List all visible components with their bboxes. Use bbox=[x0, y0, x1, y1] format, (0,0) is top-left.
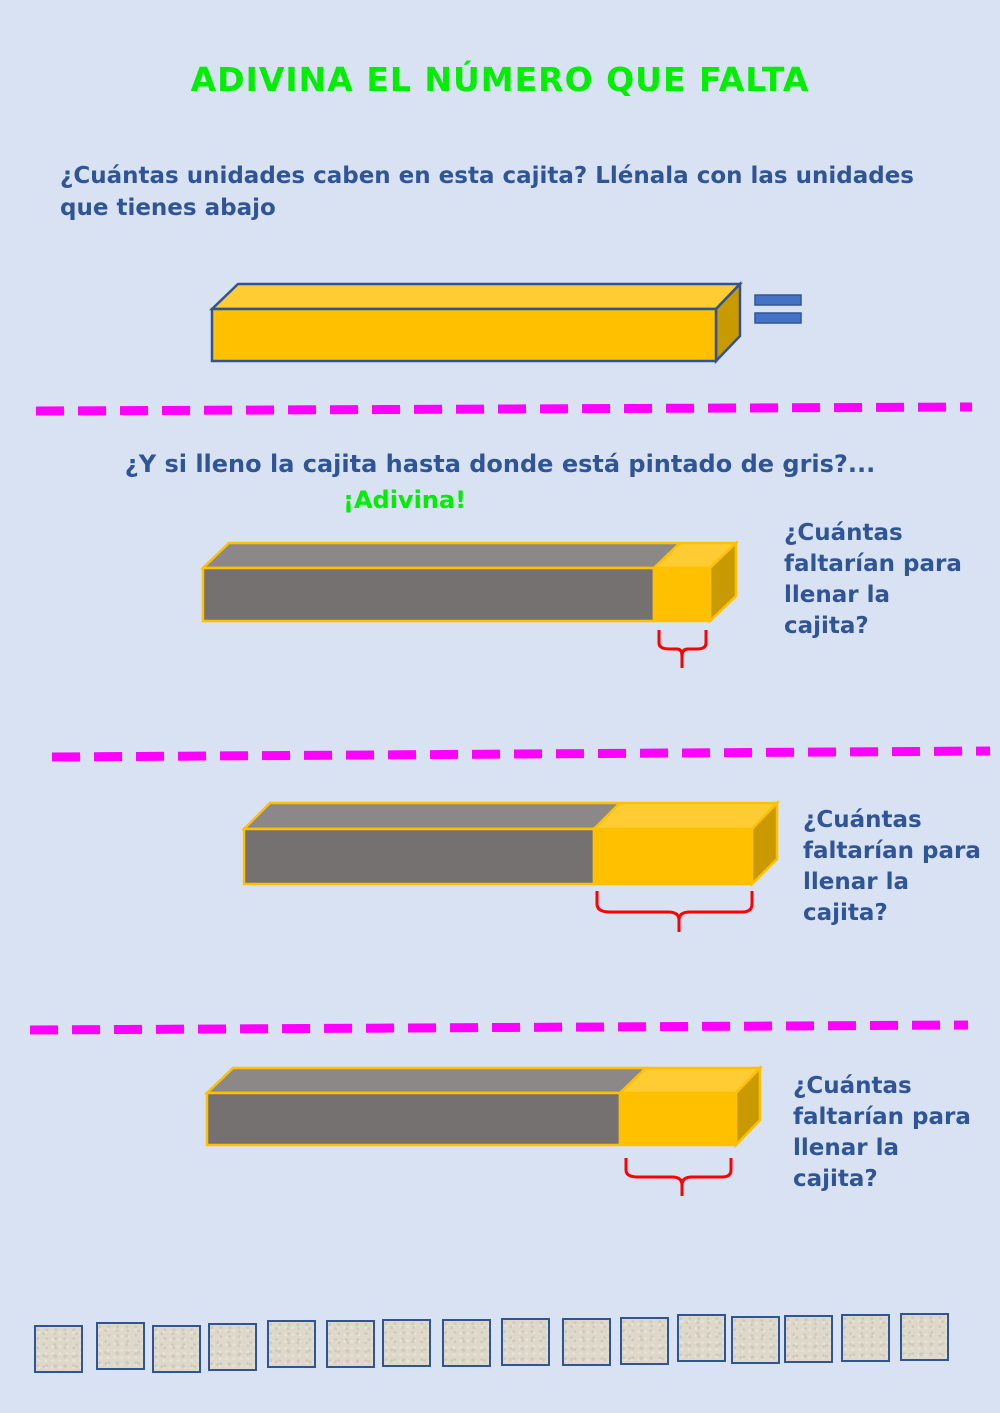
exercise-bar-1 bbox=[199, 540, 740, 624]
unit-cube[interactable] bbox=[784, 1315, 833, 1363]
unit-cube[interactable] bbox=[208, 1323, 257, 1371]
exercise-question-3: ¿Cuántas faltarían para llenar la cajita… bbox=[793, 1073, 971, 1192]
divider-line bbox=[51, 746, 991, 762]
brace-3 bbox=[624, 1158, 733, 1196]
unit-cube[interactable] bbox=[731, 1316, 780, 1364]
unit-cube[interactable] bbox=[841, 1314, 890, 1362]
unit-cube[interactable] bbox=[900, 1313, 949, 1361]
exercise-bar-3 bbox=[203, 1064, 763, 1149]
unit-cube[interactable] bbox=[442, 1319, 491, 1367]
unit-cube[interactable] bbox=[620, 1317, 669, 1365]
unit-cube[interactable] bbox=[562, 1318, 611, 1366]
unit-cube[interactable] bbox=[501, 1318, 550, 1366]
divider-line bbox=[29, 1020, 969, 1035]
full-yellow-bar bbox=[208, 280, 743, 365]
exercise-question-1: ¿Cuántas faltarían para llenar la cajita… bbox=[784, 520, 962, 639]
exercise-question-2: ¿Cuántas faltarían para llenar la cajita… bbox=[803, 807, 981, 926]
unit-cube[interactable] bbox=[96, 1322, 145, 1370]
exercise-bar-2 bbox=[240, 799, 780, 888]
unit-cube[interactable] bbox=[34, 1325, 83, 1373]
unit-cube[interactable] bbox=[382, 1319, 431, 1367]
unit-cube[interactable] bbox=[267, 1320, 316, 1368]
brace-1 bbox=[657, 630, 708, 668]
unit-cube[interactable] bbox=[152, 1325, 201, 1373]
unit-cube[interactable] bbox=[677, 1314, 726, 1362]
equals-sign bbox=[754, 294, 802, 324]
gray-question: ¿Y si lleno la cajita hasta donde está p… bbox=[124, 450, 876, 478]
guess-label: ¡Adivina! bbox=[343, 486, 467, 514]
divider-line bbox=[35, 402, 973, 416]
page-title: ADIVINA EL NÚMERO QUE FALTA bbox=[190, 60, 810, 99]
brace-2 bbox=[595, 891, 754, 932]
intro-text: ¿Cuántas unidades caben en esta cajita? … bbox=[60, 163, 914, 221]
unit-cube[interactable] bbox=[326, 1320, 375, 1368]
